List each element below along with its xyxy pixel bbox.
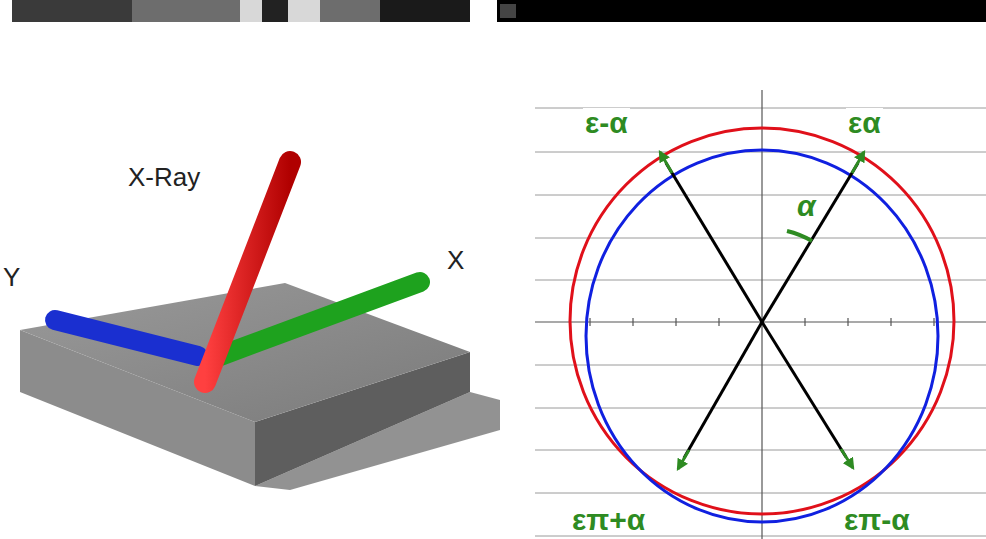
strain-label: επ-α	[842, 505, 912, 535]
angle-arc	[787, 231, 812, 241]
photo-strip	[12, 0, 470, 22]
photo-strip	[240, 0, 320, 22]
strain-label: επ+α	[570, 505, 647, 535]
axis-label: Y	[3, 264, 20, 290]
photo-strip	[497, 0, 986, 22]
axes	[535, 90, 986, 539]
axis-label: X-Ray	[128, 164, 200, 190]
block-shadow	[255, 392, 500, 490]
strain-arrows	[660, 152, 864, 469]
strain-label: εα	[846, 108, 883, 138]
photo-strip	[500, 4, 516, 18]
y-axis-rod	[55, 320, 198, 356]
photo-strip	[262, 0, 288, 22]
grid	[535, 108, 986, 536]
axis-label: X	[447, 247, 464, 273]
direction-lines	[666, 163, 858, 458]
photo-strip	[380, 0, 470, 22]
photo-strip	[12, 0, 132, 22]
reference-ellipse	[586, 150, 938, 522]
angle-label: α	[797, 191, 816, 221]
x-ray-rod	[205, 162, 290, 382]
strain-label: ε-α	[583, 108, 630, 138]
